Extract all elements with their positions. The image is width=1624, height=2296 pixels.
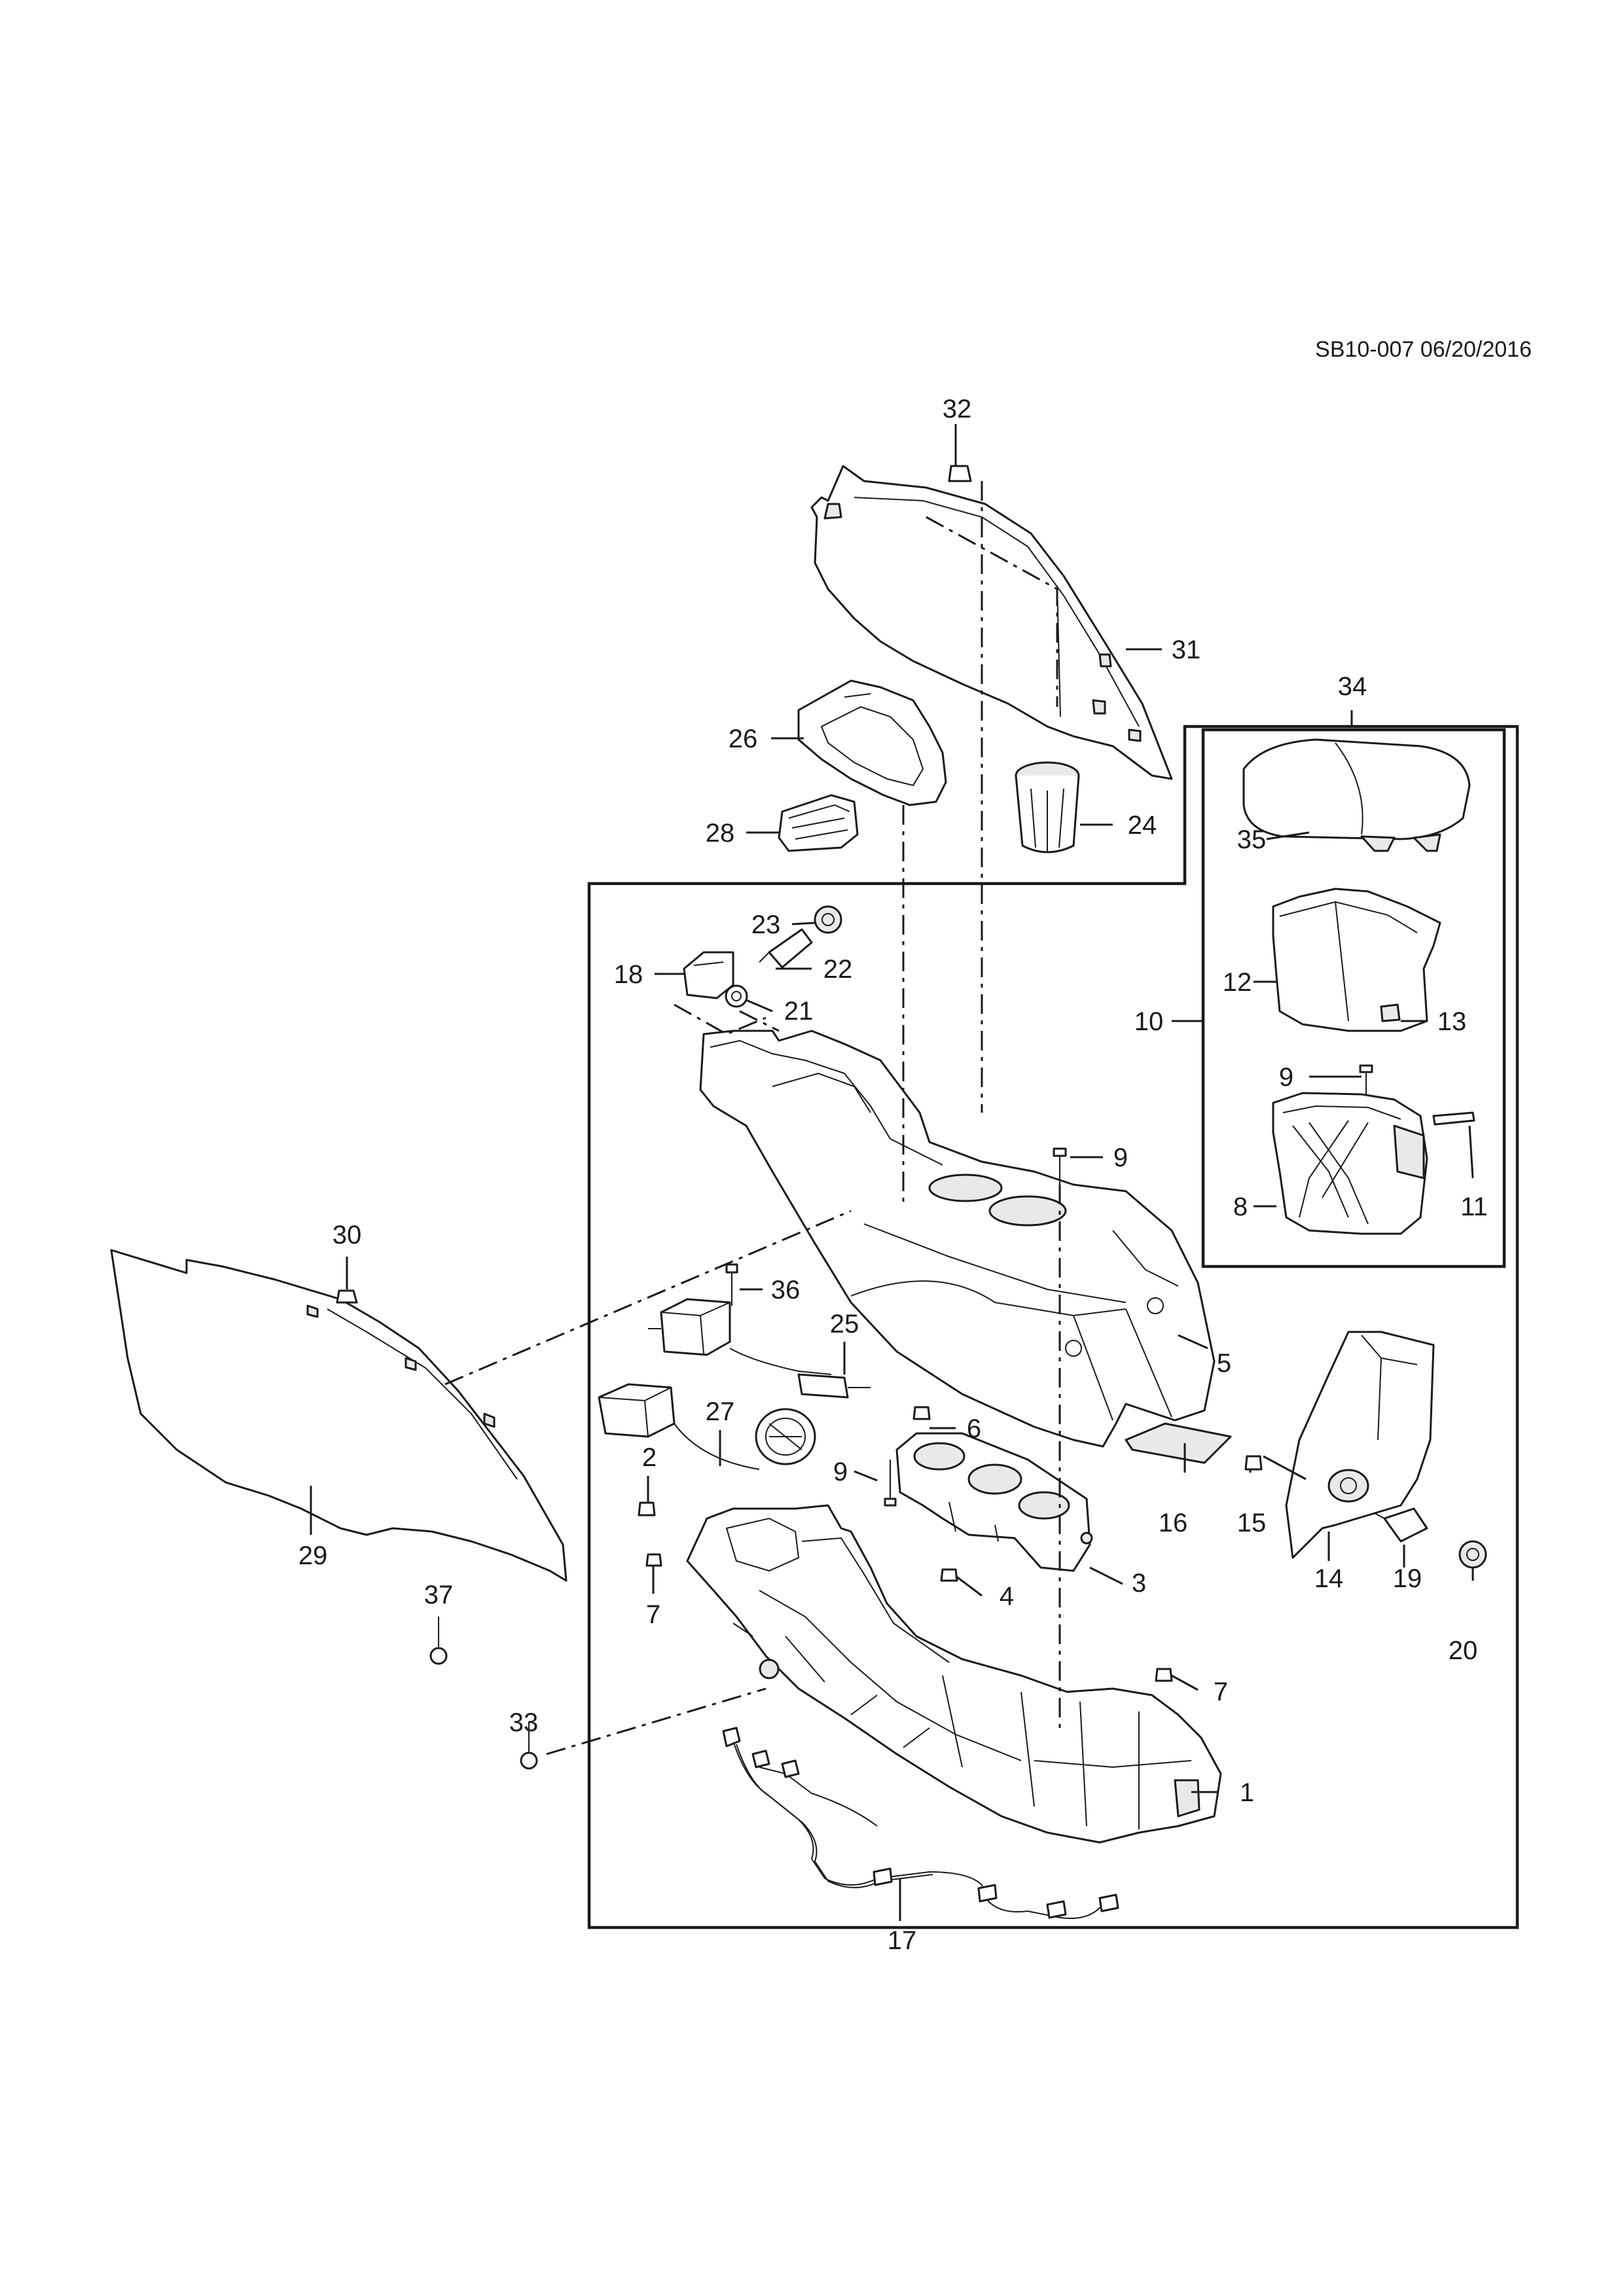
part-15-clip (1244, 1455, 1263, 1471)
leader-lines (310, 424, 1474, 1921)
callout-35: 35 (1237, 825, 1267, 854)
part-9b-screw (884, 1460, 897, 1507)
callout-numbers: 32 31 34 26 28 24 35 12 13 10 9 8 11 23 … (298, 395, 1488, 1955)
part-29-side-panel (110, 1249, 568, 1582)
diagram-reference-code: SB10-007 06/20/2016 (1315, 337, 1532, 362)
part-36-control-module (648, 1298, 832, 1375)
callout-18: 18 (614, 960, 643, 989)
callout-7b: 7 (1214, 1677, 1228, 1706)
callout-13: 13 (1437, 1007, 1467, 1036)
assembly-frame (587, 725, 1519, 1929)
callout-9c: 9 (1279, 1063, 1293, 1092)
part-26-shifter-bezel (797, 679, 947, 806)
part-1-console-base (686, 1504, 1222, 1844)
callout-34: 34 (1338, 672, 1367, 701)
callout-15: 15 (1237, 1509, 1267, 1537)
callout-16: 16 (1159, 1509, 1188, 1537)
callout-28: 28 (706, 819, 735, 848)
part-14-rear-trim (1285, 1331, 1435, 1559)
part-23-lighter-cap (814, 905, 842, 934)
part-9a-screw (1053, 1147, 1067, 1185)
armrest-subassembly-frame (1201, 728, 1506, 1268)
part-33-fastener (520, 1721, 538, 1770)
callout-5: 5 (1217, 1349, 1231, 1378)
part-31-side-trim-panel (810, 465, 1173, 780)
part-27-module (598, 1383, 760, 1470)
callout-30: 30 (333, 1221, 362, 1249)
callout-19: 19 (1393, 1564, 1422, 1593)
callout-25: 25 (830, 1310, 859, 1338)
callout-17: 17 (888, 1926, 917, 1955)
callout-21: 21 (784, 997, 814, 1026)
callout-32: 32 (943, 395, 972, 423)
part-28-switch-bank (778, 794, 859, 852)
part-35-armrest-lid (1242, 738, 1471, 852)
part-5-upper-console (699, 1030, 1216, 1448)
part-25-adapter (797, 1373, 871, 1399)
part-20-cap (1458, 1540, 1487, 1569)
part-4-clip (940, 1568, 958, 1582)
callout-33: 33 (509, 1708, 539, 1737)
callout-37: 37 (424, 1581, 454, 1609)
callout-12: 12 (1223, 968, 1252, 997)
part-16-mat (1125, 1422, 1232, 1464)
callout-6: 6 (967, 1414, 981, 1443)
callout-26: 26 (729, 725, 758, 753)
part-3-cupholder (895, 1432, 1093, 1572)
callout-14: 14 (1314, 1564, 1344, 1593)
callout-22: 22 (823, 955, 853, 984)
part-18-switch (683, 951, 734, 999)
callout-10: 10 (1134, 1007, 1164, 1036)
part-7a-clip (645, 1553, 662, 1567)
part-8-armrest-bracket (1272, 1092, 1428, 1235)
part-12-armrest-housing (1272, 888, 1441, 1032)
part-2-clip (638, 1501, 656, 1516)
callout-29: 29 (298, 1541, 328, 1570)
callout-7a: 7 (646, 1600, 660, 1629)
callout-11: 11 (1460, 1193, 1488, 1221)
callout-20: 20 (1449, 1636, 1478, 1665)
callout-27: 27 (706, 1397, 735, 1426)
callout-24: 24 (1128, 811, 1157, 840)
callout-4: 4 (1000, 1582, 1014, 1611)
part-24-storage-cup (1015, 761, 1080, 853)
callout-31: 31 (1172, 636, 1201, 664)
callout-3: 3 (1132, 1569, 1146, 1598)
part-19-socket (1374, 1507, 1428, 1543)
callout-36: 36 (771, 1276, 801, 1304)
callout-23: 23 (751, 910, 781, 939)
part-6-clip (912, 1406, 931, 1420)
part-22-socket (759, 928, 813, 969)
part-37-fastener (429, 1617, 448, 1665)
callout-8: 8 (1233, 1193, 1248, 1221)
part-7b-clip (1155, 1668, 1173, 1682)
part-32-clip (948, 465, 972, 482)
part-27-ring (755, 1408, 816, 1465)
part-30-clip (336, 1289, 358, 1304)
callout-2: 2 (642, 1443, 657, 1472)
part-36-screw (725, 1263, 738, 1306)
part-17-wiring-harness (722, 1727, 1119, 1919)
alignment-lines (444, 481, 1061, 1755)
callout-1: 1 (1240, 1778, 1254, 1807)
callout-9a: 9 (1113, 1143, 1128, 1172)
part-21-bezel-ring (725, 984, 748, 1008)
part-11-hinge-pin (1432, 1111, 1475, 1126)
callout-9b: 9 (833, 1458, 848, 1486)
